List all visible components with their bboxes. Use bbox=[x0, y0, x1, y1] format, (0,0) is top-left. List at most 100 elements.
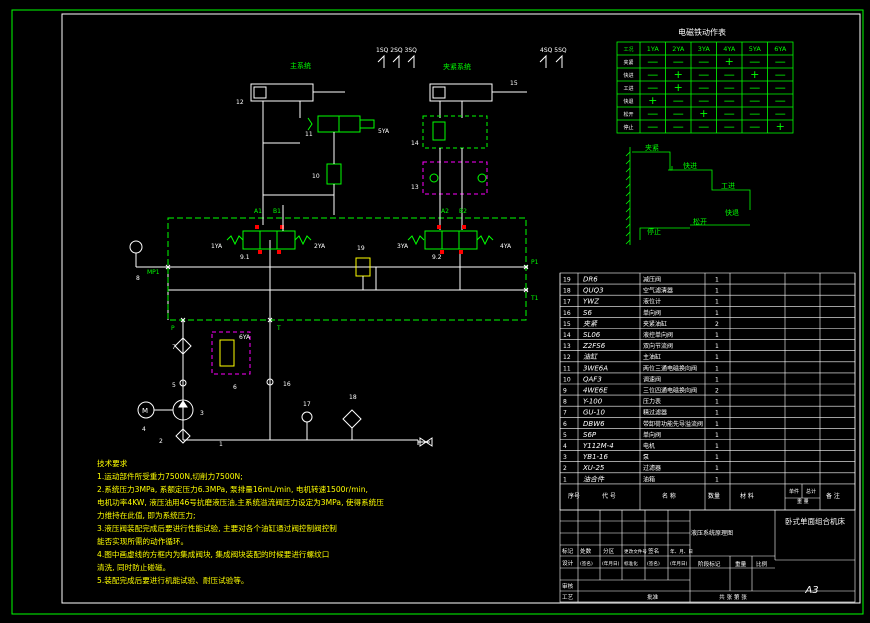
action-state-cell: — bbox=[647, 68, 658, 81]
part-no-3: 3 bbox=[200, 410, 204, 417]
label-feed-system: 夹紧系统 bbox=[443, 62, 471, 71]
part-no-12: 12 bbox=[236, 99, 244, 106]
parts-list-cell: 单向阀 bbox=[643, 431, 661, 439]
parts-list-cell: 18 bbox=[563, 288, 571, 295]
label-5ya: 5YA bbox=[378, 128, 390, 135]
action-header-cell: 3YA bbox=[698, 45, 711, 53]
part-no-19: 19 bbox=[357, 245, 365, 252]
pl-header-qty: 数量 bbox=[708, 492, 720, 500]
action-condition-cell: 快退 bbox=[623, 98, 633, 105]
parts-list-cell: 油缸 bbox=[583, 353, 598, 361]
action-state-cell: — bbox=[749, 120, 760, 133]
parts-list-cell: S6P bbox=[583, 431, 597, 439]
part-no-13: 13 bbox=[411, 184, 419, 191]
parts-list-cell: 油合件 bbox=[583, 475, 605, 483]
parts-list-cell: 调速阀 bbox=[643, 375, 661, 383]
cycle-diagram: 夹紧 快进 工进 快退 松开 停止 bbox=[625, 143, 751, 245]
action-state-cell: + bbox=[776, 120, 785, 133]
action-header-cell: 6YA bbox=[774, 45, 787, 53]
fine-filter bbox=[174, 337, 192, 355]
suction-filter bbox=[175, 428, 191, 444]
parts-list-cell: 1 bbox=[715, 465, 719, 472]
cycle-step-clamp: 夹紧 bbox=[645, 143, 659, 152]
manifold-block bbox=[167, 217, 527, 321]
label-a1: A1 bbox=[254, 208, 262, 215]
tech-line-4: 力维持在此值, 即为系统压力; bbox=[97, 510, 196, 520]
action-state-cell: — bbox=[673, 120, 684, 133]
parts-list-cell: 1 bbox=[715, 476, 719, 483]
parts-list-cell: 3 bbox=[563, 454, 567, 461]
parts-list-cell: QAF3 bbox=[583, 375, 602, 383]
parts-list-cell: 两位三通电磁换向阀 bbox=[643, 364, 697, 372]
sign-zone: 分区 bbox=[603, 547, 615, 555]
part-no-14: 14 bbox=[411, 140, 419, 147]
pl-header-remark: 备 注 bbox=[826, 492, 840, 500]
part-no-15: 15 bbox=[510, 80, 518, 87]
parts-list-cell: 夹紧 bbox=[583, 320, 598, 328]
action-table-title: 电磁铁动作表 bbox=[678, 27, 726, 37]
pl-header-no: 序号 bbox=[568, 492, 580, 500]
action-header-cell: 5YA bbox=[749, 45, 762, 53]
sheet-count: 共 张 第 张 bbox=[719, 593, 747, 601]
parts-list-header: 序号 代 号 名 称 数量 材 料 单件 总计 重 量 备 注 bbox=[568, 488, 840, 505]
label-t: T bbox=[276, 325, 281, 332]
parts-list-cell: 1 bbox=[715, 354, 719, 361]
action-state-cell: + bbox=[699, 107, 708, 120]
label-91: 9.1 bbox=[240, 254, 250, 261]
action-state-cell: — bbox=[724, 94, 735, 107]
action-state-cell: — bbox=[724, 81, 735, 94]
parts-list-cell: 1 bbox=[715, 399, 719, 406]
tech-requirements-title: 技术要求 bbox=[97, 458, 128, 468]
parts-list-cell: 4 bbox=[563, 443, 567, 450]
parts-list-cell: 过滤器 bbox=[643, 464, 661, 472]
action-state-cell: — bbox=[698, 81, 709, 94]
parts-list-cell: 主油缸 bbox=[643, 353, 661, 361]
action-state-cell: — bbox=[647, 120, 658, 133]
parts-list-cell: 1 bbox=[715, 454, 719, 461]
design-date: (年月日) bbox=[602, 560, 620, 567]
action-state-cell: — bbox=[673, 94, 684, 107]
parts-list-cell: 减压阀 bbox=[643, 276, 661, 284]
label-6ya: 6YA bbox=[239, 334, 251, 341]
label-4ya: 4YA bbox=[500, 243, 512, 250]
tech-line-6: 能否实现所需的动作循环。 bbox=[97, 536, 188, 546]
action-state-cell: + bbox=[750, 68, 759, 81]
parts-list-cell: 11 bbox=[563, 365, 571, 372]
parts-list-cell: 3WE6A bbox=[583, 364, 608, 372]
stage-scale: 比例 bbox=[756, 560, 768, 568]
parts-list-cell: 电机 bbox=[643, 442, 655, 450]
pl-header-weight-unit: 单件 bbox=[789, 488, 799, 495]
part-no-16: 16 bbox=[283, 381, 291, 388]
throttle-block bbox=[422, 161, 488, 195]
std-date: (年月日) bbox=[670, 560, 688, 567]
check-valve-block bbox=[422, 115, 488, 149]
parts-list-cell: 液控单向阀 bbox=[643, 331, 673, 339]
parts-list-cell: QUQ3 bbox=[583, 287, 604, 295]
parts-list-cell: 1 bbox=[715, 332, 719, 339]
inner-frame bbox=[61, 13, 861, 604]
action-condition-cell: 快进 bbox=[623, 72, 633, 79]
hydraulic-circuit bbox=[129, 54, 563, 447]
parts-list-cell: 12 bbox=[563, 354, 571, 361]
parts-list-cell: XU-25 bbox=[582, 464, 605, 472]
label-b2: B2 bbox=[459, 208, 467, 215]
tech-line-3: 电机功率4KW, 液压油用46号抗磨液压油,主系统溢流阀压力设定为3MPa, 使… bbox=[97, 497, 384, 507]
action-state-cell: — bbox=[775, 94, 786, 107]
parts-list-cell: 2 bbox=[715, 388, 719, 395]
parts-list-cell: Y112M-4 bbox=[583, 442, 614, 450]
parts-list-cell: 15 bbox=[563, 321, 571, 328]
std-sign: (签名) bbox=[647, 560, 660, 567]
parts-list-cell: 压力表 bbox=[643, 398, 661, 406]
sign-mark: 标记 bbox=[562, 547, 574, 555]
action-state-cell: — bbox=[749, 94, 760, 107]
part-no-6: 6 bbox=[233, 384, 237, 391]
parts-list-cell: 17 bbox=[563, 299, 571, 306]
cycle-step-rapid-feed: 快进 bbox=[683, 161, 697, 170]
action-state-cell: — bbox=[775, 81, 786, 94]
parts-list-cell: 双向节流阀 bbox=[643, 342, 673, 350]
relief-valve-block bbox=[211, 331, 251, 375]
part-number-labels: 1 2 3 4 5 6 7 8 10 11 12 13 14 15 16 17 … bbox=[136, 80, 518, 448]
